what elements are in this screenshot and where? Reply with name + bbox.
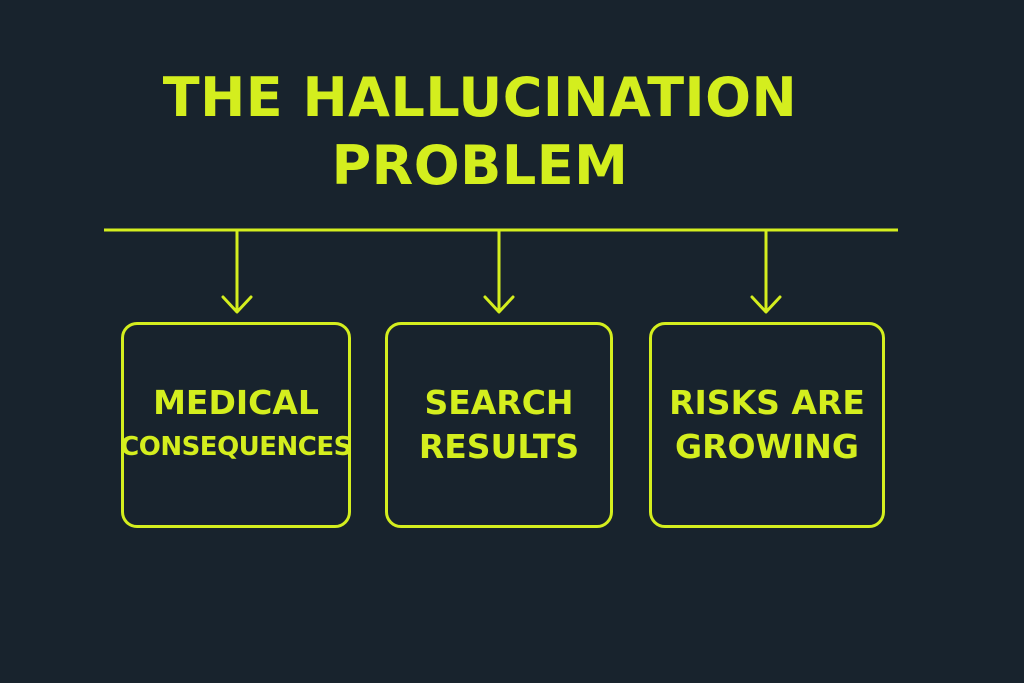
diagram-title: THE HALLUCINATION PROBLEM [130, 64, 830, 200]
arrow-to-box-1 [221, 230, 253, 314]
box-2-line-2: RESULTS [418, 427, 580, 466]
box-1-line-1: MEDICAL [153, 383, 319, 422]
box-2-line-1: SEARCH [424, 383, 574, 422]
box-risks-are-growing: RISKS ARE GROWING [649, 322, 885, 528]
title-line-2: PROBLEM [331, 134, 629, 197]
box-3-line-2: GROWING [675, 427, 859, 466]
title-line-1: THE HALLUCINATION [162, 66, 798, 129]
arrow-to-box-3 [750, 230, 782, 314]
box-medical-consequences: MEDICAL CONSEQUENCES [120, 322, 352, 528]
box-search-results: SEARCH RESULTS [385, 322, 613, 528]
box-3-line-1: RISKS ARE [669, 383, 865, 422]
arrow-to-box-2 [483, 230, 515, 314]
box-1-line-2: CONSEQUENCES [120, 432, 352, 462]
